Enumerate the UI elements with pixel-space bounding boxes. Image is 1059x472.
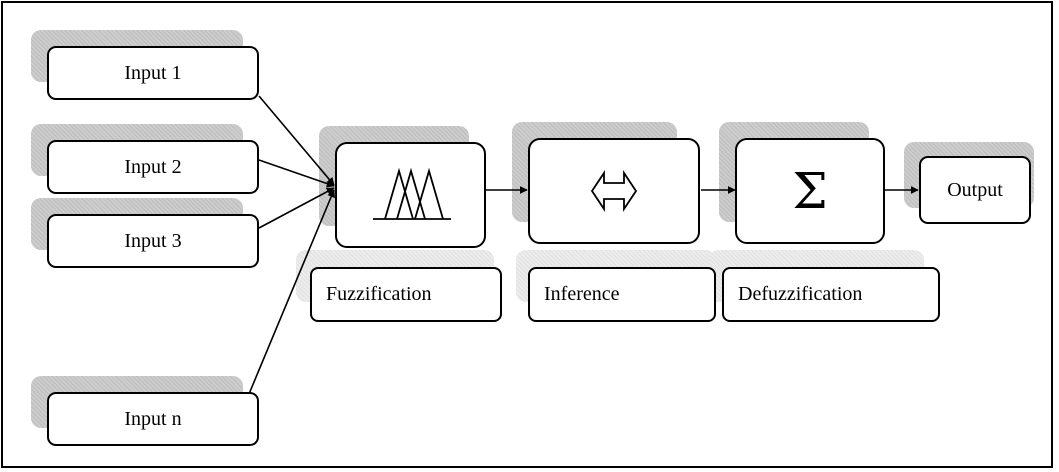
membership-triangles-icon [372,167,451,220]
input-label-3: Input 3 [124,230,182,252]
fuzzification-label-box: Fuzzification [310,267,502,322]
inference-label: Inference [544,283,620,305]
input-3-connector [258,187,335,229]
sigma-icon: Σ [792,162,828,220]
inference-block [528,138,700,244]
double-arrow-icon [590,170,638,212]
input-label-2: Input 2 [124,156,182,178]
input-2-connector [258,159,335,188]
defuzzification-label-box: Defuzzification [722,267,940,322]
input-n-connector [248,189,335,395]
input-box-3: Input 3 [47,214,259,268]
fuzzification-block [335,142,486,248]
input-label-1: Input 1 [124,62,182,84]
output-box: Output [919,156,1031,224]
inference-label-box: Inference [528,267,716,322]
input-box-1: Input 1 [47,46,259,100]
input-label-n: Input n [124,408,182,430]
defuzzification-block: Σ [735,138,885,244]
output-label: Output [947,179,1003,201]
input-1-connector [258,95,335,186]
fuzzification-label: Fuzzification [326,283,432,305]
input-box-n: Input n [47,392,259,446]
defuzzification-label: Defuzzification [738,283,863,305]
input-box-2: Input 2 [47,140,259,194]
